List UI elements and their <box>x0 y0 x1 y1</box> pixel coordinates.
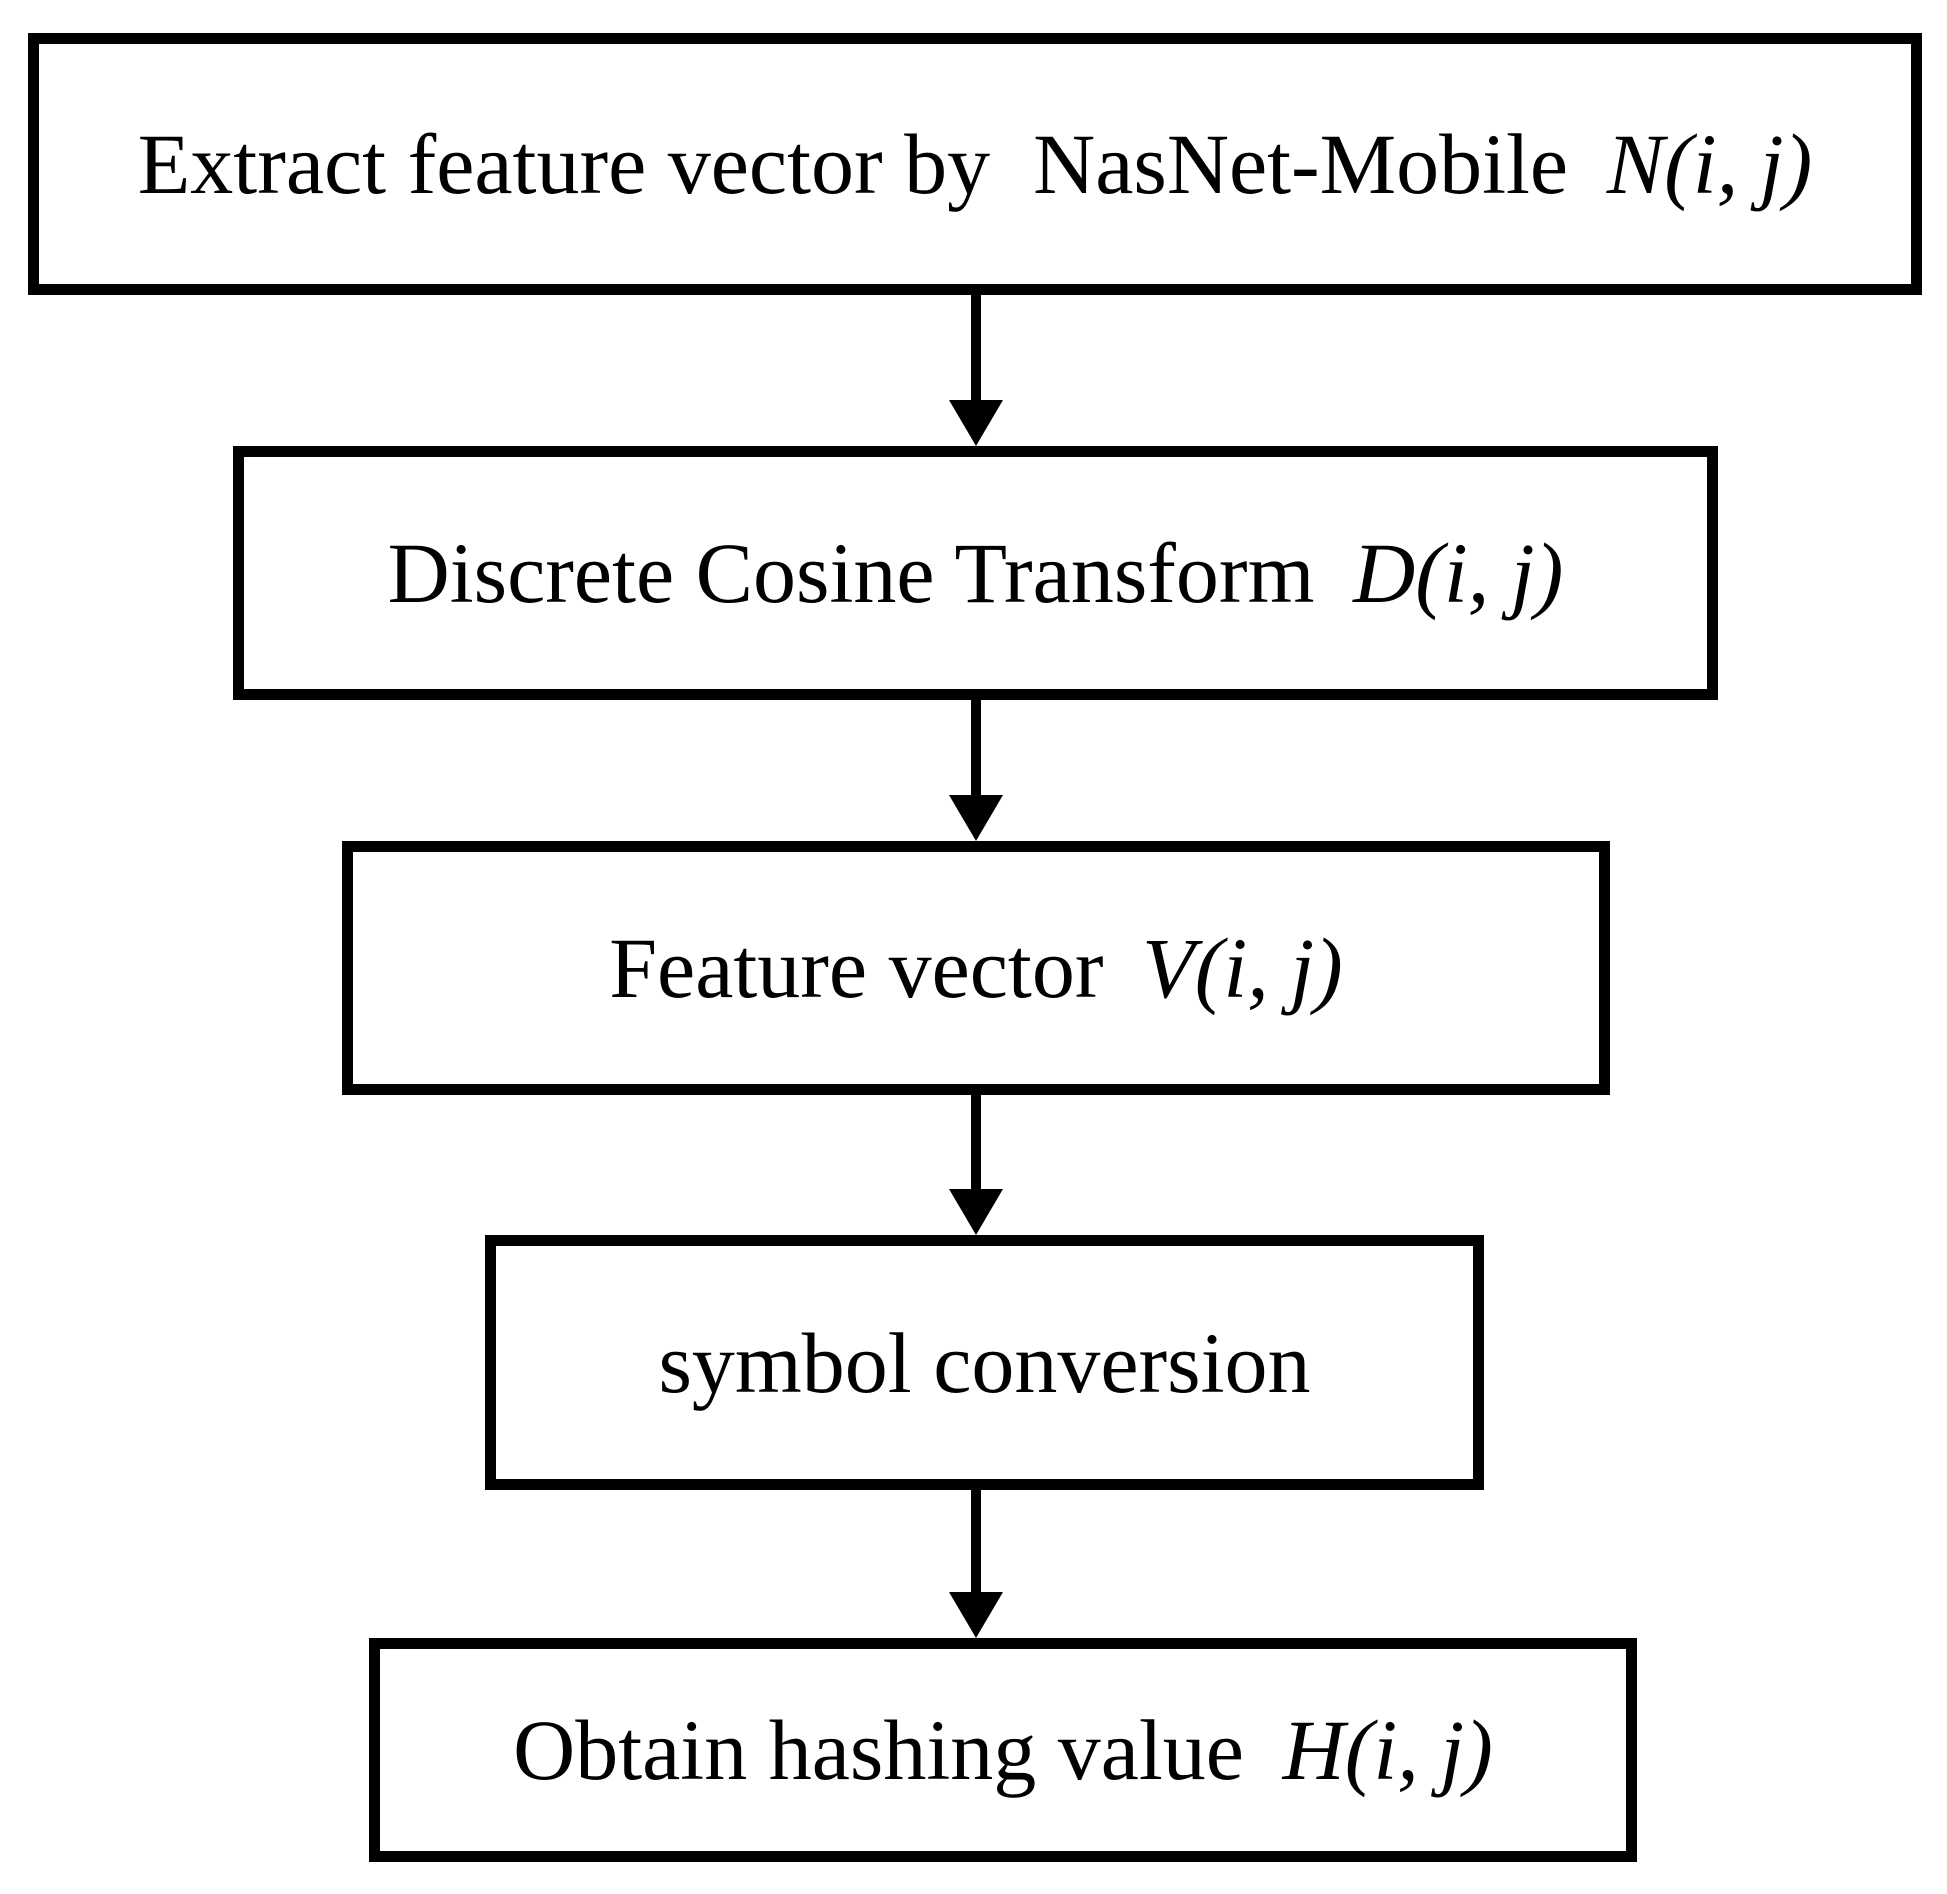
node-math-expression: V(i, j) <box>1142 920 1343 1016</box>
node-symbol-conversion: symbol conversion <box>485 1235 1484 1490</box>
arrow-shaft <box>971 1488 981 1592</box>
node-label: Obtain hashing value <box>513 1702 1244 1798</box>
node-label: Feature vector <box>609 920 1104 1016</box>
arrow-shaft <box>971 293 981 400</box>
arrow-head-icon <box>949 795 1003 841</box>
node-discrete-cosine-transform: Discrete Cosine Transform D(i, j) <box>233 446 1718 700</box>
node-math-expression: D(i, j) <box>1353 525 1564 621</box>
arrow-feature-vector-to-symbol-conversion <box>949 1093 1003 1235</box>
node-label: Discrete Cosine Transform <box>387 525 1315 621</box>
arrow-shaft <box>971 1093 981 1189</box>
arrow-shaft <box>971 698 981 795</box>
arrow-extract-to-dct <box>949 293 1003 446</box>
node-label: symbol conversion <box>658 1314 1311 1411</box>
arrow-head-icon <box>949 1189 1003 1235</box>
arrow-head-icon <box>949 1592 1003 1638</box>
arrow-head-icon <box>949 400 1003 446</box>
node-math-expression: H(i, j) <box>1282 1702 1493 1798</box>
arrow-dct-to-feature-vector <box>949 698 1003 841</box>
node-obtain-hashing-value: Obtain hashing value H(i, j) <box>369 1638 1637 1862</box>
arrow-symbol-conversion-to-hashing <box>949 1488 1003 1638</box>
node-label: Extract feature vector by NasNet-Mobile <box>137 116 1569 212</box>
node-extract-feature-vector: Extract feature vector by NasNet-Mobile … <box>28 33 1922 295</box>
node-math-expression: N(i, j) <box>1606 116 1813 212</box>
node-feature-vector: Feature vector V(i, j) <box>342 841 1610 1095</box>
